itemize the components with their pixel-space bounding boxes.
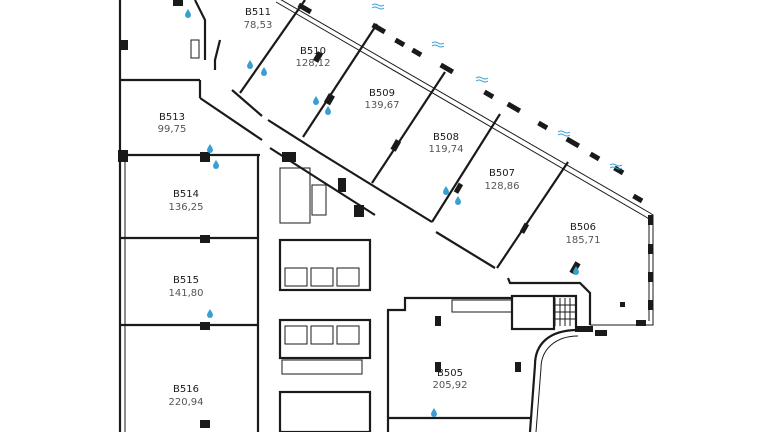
room-number: B506 <box>570 222 596 233</box>
room-B507[interactable]: B507 128,86 <box>485 168 520 192</box>
room-area: 141,80 <box>169 288 204 299</box>
room-number: B510 <box>300 46 326 57</box>
room-area: 128,86 <box>485 181 520 192</box>
room-number: B511 <box>245 7 271 18</box>
room-area: 128,12 <box>296 58 331 69</box>
water-drop-icon <box>207 309 213 318</box>
room-area: 99,75 <box>158 124 187 135</box>
window-wave-icon <box>371 3 385 10</box>
stair-treads <box>554 298 576 326</box>
window-wave-icon <box>431 41 445 48</box>
room-area: 119,74 <box>429 144 464 155</box>
room-number: B505 <box>437 368 463 379</box>
room-number: B507 <box>489 168 515 179</box>
water-drop-icon <box>207 144 213 153</box>
room-number: B516 <box>173 384 199 395</box>
room-area: 220,94 <box>169 397 204 408</box>
water-drop-icon <box>431 408 437 417</box>
water-drop-icon <box>573 266 579 275</box>
water-drop-icon <box>455 196 461 205</box>
room-number: B508 <box>433 132 459 143</box>
water-drop-icon <box>247 60 253 69</box>
water-drop-icon <box>261 67 267 76</box>
room-area: 185,71 <box>566 235 601 246</box>
room-B511[interactable]: B511 78,53 <box>244 7 273 31</box>
window-wave-icon <box>475 76 489 83</box>
water-icons <box>185 3 623 417</box>
water-drop-icon <box>313 96 319 105</box>
window-wave-icon <box>609 163 623 170</box>
water-drop-icon <box>213 160 219 169</box>
room-B515[interactable]: B515 141,80 <box>169 275 204 299</box>
room-area: 139,67 <box>365 100 400 111</box>
water-drop-icon <box>185 9 191 18</box>
room-B506[interactable]: B506 185,71 <box>566 222 601 246</box>
water-drop-icon <box>443 186 449 195</box>
room-area: 136,25 <box>169 202 204 213</box>
room-number: B515 <box>173 275 199 286</box>
room-number: B514 <box>173 189 199 200</box>
room-number: B509 <box>369 88 395 99</box>
window-wave-icon <box>557 130 571 137</box>
room-area: 205,92 <box>433 380 468 391</box>
water-drop-icon <box>325 106 331 115</box>
walls <box>118 0 654 432</box>
room-area: 78,53 <box>244 20 273 31</box>
room-B514[interactable]: B514 136,25 <box>169 189 204 213</box>
room-B516[interactable]: B516 220,94 <box>169 384 204 408</box>
room-number: B513 <box>159 112 185 123</box>
